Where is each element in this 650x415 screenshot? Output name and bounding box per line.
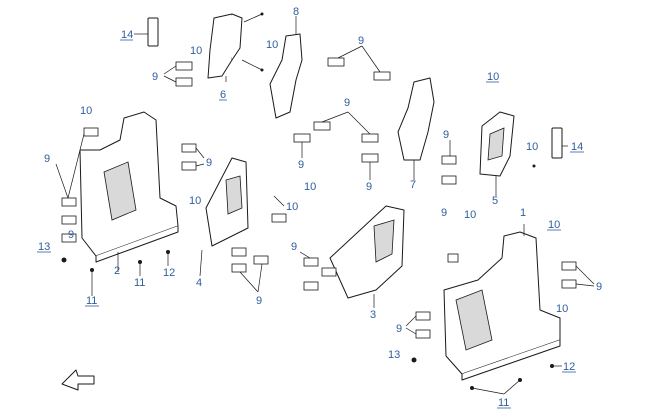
- callout-10-i: 10: [464, 209, 476, 221]
- callout-labels: 14 10 10 9 6 8 9 10 9 10 9 7 9 9 9 10 9 …: [37, 6, 602, 409]
- callout-6: 6: [220, 89, 226, 101]
- callout-10-c: 10: [487, 71, 499, 83]
- part-3-panel: [329, 205, 405, 308]
- callout-13-right: 13: [388, 349, 400, 361]
- clip-group-9-g: [441, 140, 457, 185]
- callout-2: 2: [114, 265, 120, 277]
- callout-5: 5: [492, 195, 498, 207]
- callout-9-k: 9: [256, 295, 262, 307]
- callout-9-a: 9: [152, 71, 158, 83]
- callout-9-f: 9: [44, 153, 50, 165]
- callout-10-d: 10: [80, 105, 92, 117]
- callout-9-b: 9: [358, 35, 364, 47]
- part-4-panel: [199, 157, 249, 277]
- part-14-top: [134, 17, 159, 47]
- part-5-pillar: [479, 111, 536, 196]
- callout-9-g: 9: [206, 157, 212, 169]
- clip-group-9-d: [55, 127, 205, 243]
- callout-12-right: 12: [563, 361, 575, 373]
- part-2-sill-assembly: [61, 111, 179, 296]
- part-1-sill-assembly: [411, 224, 562, 395]
- callout-1: 1: [520, 207, 526, 219]
- callout-10-k: 10: [556, 303, 568, 315]
- callout-4: 4: [196, 277, 202, 289]
- clip-group-9-b: [327, 45, 391, 81]
- callout-3: 3: [370, 309, 376, 321]
- clip-group-9-e: [231, 195, 287, 293]
- callout-10-f: 10: [526, 141, 538, 153]
- callout-11-b: 11: [86, 295, 97, 307]
- callout-12-left: 12: [163, 267, 175, 279]
- callout-9-i: 9: [441, 207, 447, 219]
- front-direction-arrow-icon: [61, 369, 95, 391]
- clip-group-9-c: [293, 111, 379, 180]
- callout-9-n: 9: [396, 323, 402, 335]
- callout-14-right: 14: [571, 141, 583, 153]
- callout-13-left: 13: [38, 241, 50, 253]
- callout-11-c: 11: [498, 397, 509, 409]
- callout-9-d: 9: [298, 159, 304, 171]
- callout-10-h: 10: [286, 201, 298, 213]
- callout-10-g: 10: [304, 181, 316, 193]
- callout-10-j: 10: [548, 219, 560, 231]
- callout-9-c: 9: [344, 97, 350, 109]
- part-8-panel: [269, 16, 303, 119]
- callout-10-b: 10: [266, 39, 278, 51]
- part-7-panel: [397, 77, 435, 180]
- callout-7: 7: [410, 179, 416, 191]
- clip-group-9-h: [405, 253, 595, 339]
- callout-8: 8: [293, 6, 299, 18]
- part-6-pillar: [207, 12, 264, 82]
- callout-9-h: 9: [443, 129, 449, 141]
- callout-10-a: 10: [190, 45, 202, 57]
- callout-9-j: 9: [68, 229, 74, 241]
- clip-group-9-f: [299, 251, 337, 291]
- callout-10-e: 10: [189, 195, 201, 207]
- clip-group-9-a: [163, 61, 193, 87]
- callout-11-a: 11: [134, 277, 145, 289]
- callout-9-l: 9: [291, 241, 297, 253]
- callout-9-m: 9: [596, 281, 602, 293]
- callout-14-top: 14: [121, 29, 133, 41]
- part-14-right: [551, 127, 568, 159]
- callout-9-e: 9: [366, 181, 372, 193]
